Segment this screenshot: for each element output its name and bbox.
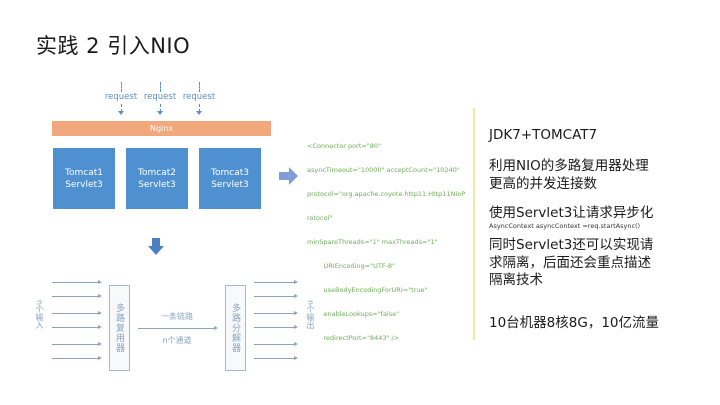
note-nio-1: 利用NIO的多路复用器处理 (489, 158, 649, 174)
connector-config: <Connector port="80" asyncTimeout="10000… (307, 126, 465, 350)
channel-label: n个通道 (162, 336, 192, 345)
config-line: rotocol" (307, 214, 333, 222)
server-spec: Servlet3 (65, 179, 103, 190)
config-line: enableLookups="false" (307, 310, 400, 318)
server-spec: Servlet3 (211, 179, 249, 190)
note-scale: 10台机器8核8G，10亿流量 (489, 315, 659, 331)
note-servlet-async: 使用Servlet3让请求异步化 (489, 205, 654, 221)
arrow-right-icon (214, 326, 218, 330)
arrow-right-icon (98, 294, 102, 298)
arrow-right-icon (279, 167, 298, 185)
tomcat-server-box: Tomcat1 Servlet3 (53, 148, 115, 209)
request-line (121, 104, 122, 112)
output-label: n个输出 (306, 300, 315, 330)
input-line (52, 313, 98, 314)
output-line (254, 344, 294, 345)
tomcat-server-box: Tomcat3 Servlet3 (199, 148, 261, 209)
arrow-right-icon (294, 356, 298, 360)
arrow-right-icon (294, 325, 298, 329)
output-line (254, 358, 294, 359)
output-line (254, 327, 294, 328)
request-label: request (104, 92, 138, 102)
arrow-down-icon (157, 111, 163, 115)
nginx-bar: Nginx (52, 121, 271, 136)
input-line (52, 358, 98, 359)
link-line (138, 328, 214, 329)
note-nio-2: 更高的并发连接数 (489, 176, 597, 192)
arrow-right-icon (294, 294, 298, 298)
accent-divider (473, 108, 475, 340)
note-stack: JDK7+TOMCAT7 (489, 127, 598, 143)
input-line (52, 282, 98, 283)
input-line (52, 327, 98, 328)
arrow-right-icon (98, 311, 102, 315)
demultiplexer-box: 多路分解器 (225, 285, 246, 371)
request-label: request (182, 92, 216, 102)
input-label: n个输入 (35, 300, 44, 330)
link-label: 一条链路 (161, 312, 193, 321)
config-line: minSpareThreads="1" maxThreads="1" (307, 238, 438, 246)
input-line (52, 296, 98, 297)
request-line (121, 82, 122, 92)
config-line: URIEncoding="UTF-8" (307, 262, 396, 270)
tomcat-server-box: Tomcat2 Servlet3 (126, 148, 188, 209)
input-line (52, 344, 98, 345)
arrow-right-icon (98, 356, 102, 360)
server-name: Tomcat3 (211, 167, 249, 178)
multiplexer-label: 多路复用器 (114, 303, 124, 353)
config-line: protocol="org.apache.coyote.http11.Http1… (307, 190, 466, 198)
server-name: Tomcat1 (65, 167, 103, 178)
server-name: Tomcat2 (138, 167, 176, 178)
note-async-code: AsyncContext asyncContext =req.startAsyn… (489, 222, 641, 230)
arrow-right-icon (98, 325, 102, 329)
config-line: redirectPort="8443" /> (307, 334, 400, 342)
request-line (160, 82, 161, 92)
arrow-right-icon (98, 280, 102, 284)
config-line: asyncTimeout="10000" acceptCount="10240" (307, 166, 460, 174)
slide-title: 实践 2 引入NIO (36, 34, 191, 58)
request-label: request (143, 92, 177, 102)
arrow-down-icon (196, 111, 202, 115)
note-isolation-2: 求隔离，后面还会重点描述 (489, 255, 651, 271)
arrow-right-icon (294, 280, 298, 284)
note-isolation-1: 同时Servlet3还可以实现请 (489, 237, 654, 253)
arrow-down-icon (118, 111, 124, 115)
arrow-right-icon (294, 342, 298, 346)
request-line (160, 104, 161, 112)
config-line: useBodyEncodingForURI="true" (307, 286, 428, 294)
output-line (254, 296, 294, 297)
request-line (199, 82, 200, 92)
config-line: <Connector port="80" (307, 142, 382, 150)
note-isolation-3: 隔离技术 (489, 272, 543, 288)
multiplexer-box: 多路复用器 (109, 285, 130, 371)
arrow-right-icon (98, 342, 102, 346)
request-line (199, 104, 200, 112)
server-spec: Servlet3 (138, 179, 176, 190)
output-line (254, 282, 294, 283)
arrow-down-big-icon (148, 238, 164, 255)
output-line (254, 313, 294, 314)
demultiplexer-label: 多路分解器 (230, 303, 240, 353)
arrow-right-icon (294, 311, 298, 315)
